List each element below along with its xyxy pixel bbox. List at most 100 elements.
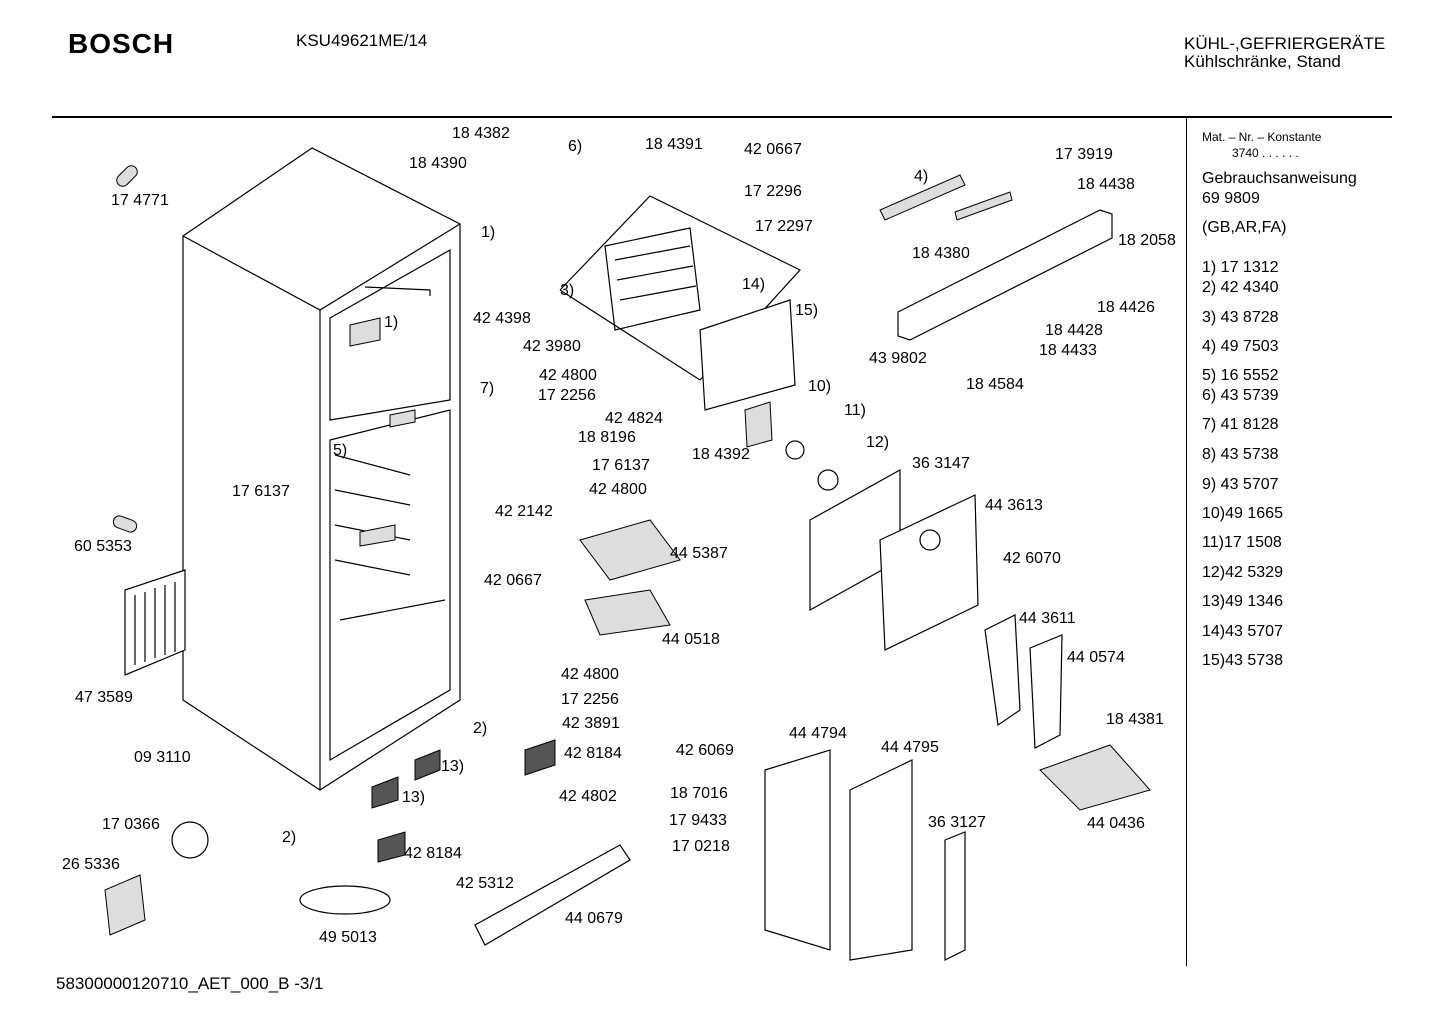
manual-label: Gebrauchsanweisung xyxy=(1202,170,1357,187)
exploded-view-drawing xyxy=(104,147,1151,961)
part-label: 13) xyxy=(441,758,465,775)
part-label: 09 3110 xyxy=(134,749,191,766)
part-label: 44 0436 xyxy=(1087,815,1145,832)
part-label: 18 4428 xyxy=(1045,322,1103,339)
part-label: 44 4794 xyxy=(789,725,847,742)
legend-item: 2) 42 4340 xyxy=(1202,279,1279,296)
part-label: 42 3980 xyxy=(523,338,581,355)
part-label: 18 2058 xyxy=(1118,232,1176,249)
part-label: 12) xyxy=(866,434,890,451)
part-label: 13) xyxy=(402,789,426,806)
part-label: 44 4795 xyxy=(881,739,939,756)
category-title: KÜHL-,GEFRIERGERÄTE xyxy=(1184,34,1386,53)
part-label: 42 4802 xyxy=(559,788,617,805)
part-label: 5) xyxy=(333,442,348,459)
legend-item: 3) 43 8728 xyxy=(1202,309,1279,326)
part-label: 42 2142 xyxy=(495,503,553,520)
legend-item: 4) 49 7503 xyxy=(1202,338,1279,355)
part-label: 43 9802 xyxy=(869,350,927,367)
part-label: 42 0667 xyxy=(744,141,802,158)
part-label: 17 0366 xyxy=(102,816,160,833)
part-label: 17 2297 xyxy=(755,218,813,235)
part-label: 7) xyxy=(480,380,495,397)
legend-item: 12)42 5329 xyxy=(1202,564,1283,581)
part-label: 18 4438 xyxy=(1077,176,1135,193)
part-label: 42 4398 xyxy=(473,310,531,327)
fridge-cabinet xyxy=(182,147,461,791)
part-label: 1) xyxy=(481,224,496,241)
legend-item: 6) 43 5739 xyxy=(1202,387,1279,404)
part-label: 44 0518 xyxy=(662,631,720,648)
manual-languages: (GB,AR,FA) xyxy=(1202,219,1287,236)
part-label: 17 2296 xyxy=(744,183,802,200)
part-label: 42 4824 xyxy=(605,410,663,427)
evaporator xyxy=(559,195,801,411)
legend-item: 11)17 1508 xyxy=(1202,534,1282,551)
part-label: 17 2256 xyxy=(561,691,619,708)
part-label: 44 0679 xyxy=(565,910,623,927)
part-label: 42 8184 xyxy=(564,745,622,762)
part-label: 15) xyxy=(795,302,819,319)
part-label: 18 4433 xyxy=(1039,342,1097,359)
brand-logo: BOSCH xyxy=(68,28,175,59)
part-label: 44 0574 xyxy=(1067,649,1125,666)
part-label: 42 4800 xyxy=(539,367,597,384)
part-label: 18 7016 xyxy=(670,785,728,802)
part-label: 42 5312 xyxy=(456,875,514,892)
part-label: 4) xyxy=(914,168,929,185)
part-label: 18 4390 xyxy=(409,155,467,172)
part-label: 18 4381 xyxy=(1106,711,1164,728)
mat-nr-label: Mat. – Nr. – Konstante xyxy=(1202,130,1322,144)
part-label: 17 6137 xyxy=(592,457,650,474)
legend-item: 10)49 1665 xyxy=(1202,505,1283,522)
part-label: 44 3611 xyxy=(1019,610,1076,627)
part-label: 17 6137 xyxy=(232,483,290,500)
legend-item: 15)43 5738 xyxy=(1202,652,1283,669)
control-panel xyxy=(879,174,1113,341)
part-label: 18 4392 xyxy=(692,446,750,463)
header-divider xyxy=(52,116,1392,118)
part-label: 17 9433 xyxy=(669,812,727,829)
manual-number: 69 9809 xyxy=(1202,190,1260,207)
part-label: 3) xyxy=(560,282,575,299)
part-label: 17 4771 xyxy=(111,192,169,209)
part-label: 17 3919 xyxy=(1055,146,1113,163)
sidebar-divider xyxy=(1186,118,1187,966)
rear-cover-panels xyxy=(809,468,979,651)
part-label: 17 2256 xyxy=(538,387,596,404)
part-label: 2) xyxy=(282,829,297,846)
part-label: 11) xyxy=(844,402,866,419)
legend-item: 5) 16 5552 xyxy=(1202,367,1279,384)
part-label: 42 6069 xyxy=(676,742,734,759)
part-label: 1) xyxy=(384,314,399,331)
part-label: 42 8184 xyxy=(404,845,462,862)
part-label: 36 3127 xyxy=(928,814,986,831)
part-label: 2) xyxy=(473,720,488,737)
legend-item: 13)49 1346 xyxy=(1202,593,1283,610)
legend-item: 7) 41 8128 xyxy=(1202,416,1279,433)
part-label: 18 8196 xyxy=(578,429,636,446)
footer-code: 58300000120710_AET_000_B -3/1 xyxy=(56,974,324,993)
part-label: 42 4800 xyxy=(561,666,619,683)
model-number: KSU49621ME/14 xyxy=(296,31,428,50)
legend-item: 14)43 5707 xyxy=(1202,623,1283,640)
part-label: 47 3589 xyxy=(75,689,133,706)
part-label: 49 5013 xyxy=(319,929,377,946)
door-shelves xyxy=(474,614,1151,961)
mat-nr-value: 3740 . . . . . . xyxy=(1232,146,1299,160)
part-label: 17 0218 xyxy=(672,838,730,855)
part-label: 42 6070 xyxy=(1003,550,1061,567)
part-label: 36 3147 xyxy=(912,455,970,472)
legend-item: 1) 17 1312 xyxy=(1202,259,1279,276)
part-label: 26 5336 xyxy=(62,856,120,873)
category-subtitle: Kühlschränke, Stand xyxy=(1184,52,1341,71)
part-label: 44 3613 xyxy=(985,497,1043,514)
part-label: 10) xyxy=(808,378,832,395)
small-parts xyxy=(104,165,839,936)
part-label: 42 4800 xyxy=(589,481,647,498)
part-label: 18 4426 xyxy=(1097,299,1155,316)
part-label: 18 4382 xyxy=(452,125,510,142)
legend-item: 8) 43 5738 xyxy=(1202,446,1279,463)
condenser-panel xyxy=(124,569,186,676)
part-label: 6) xyxy=(568,138,583,155)
